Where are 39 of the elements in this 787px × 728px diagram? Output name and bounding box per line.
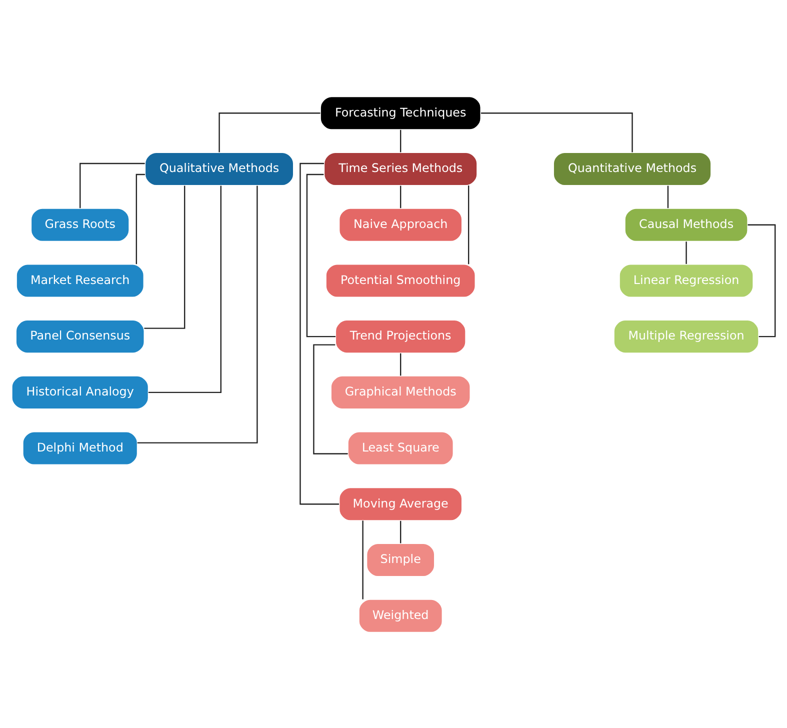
node-box: Causal Methods	[624, 207, 748, 242]
node-box: Weighted	[358, 598, 443, 632]
node-box: Linear Regression	[618, 263, 754, 298]
connector	[468, 184, 470, 264]
connector	[306, 173, 336, 337]
connector	[686, 241, 687, 264]
connector	[362, 520, 364, 599]
node-box: Least Square	[347, 430, 454, 465]
node-box: Market Research	[16, 263, 144, 298]
node-box: Trend Projections	[335, 319, 466, 354]
connector	[748, 224, 776, 337]
connector	[400, 520, 402, 543]
node-box: Moving Average	[338, 486, 462, 521]
node-box: Potential Smoothing	[326, 263, 476, 298]
node-box: Delphi Method	[22, 430, 138, 465]
node-box: Forcasting Techniques	[320, 96, 482, 130]
node-box: Time Series Methods	[324, 152, 478, 186]
node-box: Quantitative Methods	[553, 152, 712, 186]
connector	[667, 185, 669, 208]
connector	[400, 129, 402, 152]
connector	[313, 344, 348, 454]
node-box: Qualitative Methods	[144, 152, 294, 186]
connector	[480, 112, 633, 152]
node-box: Simple	[366, 542, 435, 576]
connector	[137, 185, 258, 443]
node-box: Grass Roots	[30, 207, 130, 242]
connector	[400, 185, 402, 208]
connector	[400, 352, 402, 376]
connector	[136, 173, 145, 264]
node-box: Graphical Methods	[330, 374, 471, 409]
connector	[144, 185, 186, 328]
connector	[80, 162, 145, 208]
node-box: Historical Analogy	[11, 374, 149, 409]
connector	[300, 162, 340, 504]
connector	[218, 112, 320, 152]
connector	[148, 185, 222, 393]
node-box: Panel Consensus	[16, 319, 145, 354]
node-box: Multiple Regression	[614, 319, 760, 354]
node-box: Naive Approach	[338, 207, 462, 242]
